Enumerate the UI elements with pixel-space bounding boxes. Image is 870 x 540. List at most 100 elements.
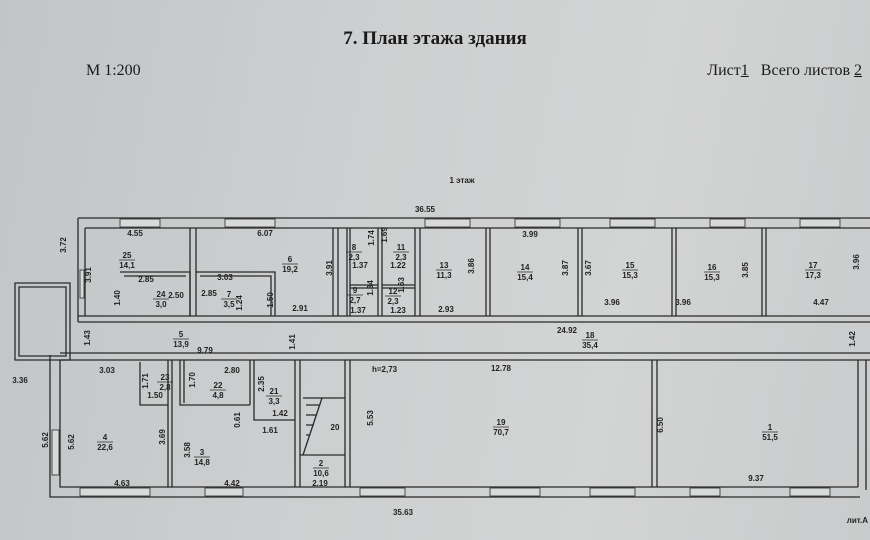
dimension-label: 2.80 [224, 366, 240, 375]
dimension-label: 3.85 [741, 262, 750, 278]
room-area: 13,9 [173, 340, 189, 349]
dimension-label: 2.35 [257, 376, 266, 392]
room-number: 18 [586, 331, 595, 340]
room-area: 15,4 [517, 273, 533, 282]
room-4: 422,6 [97, 433, 113, 452]
room-number: 5 [179, 330, 184, 339]
room-2: 210,6 [313, 459, 329, 478]
dimension-label: 1.37 [350, 306, 366, 315]
dimension-label: 3.96 [604, 298, 620, 307]
room-7: 73,5 [221, 290, 237, 309]
room-area: 2,7 [349, 296, 361, 305]
room-area: 15,3 [704, 273, 720, 282]
room-number: 17 [809, 261, 818, 270]
dimension-label: 3.91 [84, 267, 93, 283]
room-11: 112,3 [393, 243, 409, 262]
room-area: 35,4 [582, 341, 598, 350]
dimension-label: 3.03 [99, 366, 115, 375]
dimension-label: 4.63 [114, 479, 130, 488]
dimension-label: 9.37 [748, 474, 764, 483]
room-number: 11 [397, 243, 406, 252]
dimension-label: 3.03 [217, 273, 233, 282]
dimension-label: 1.70 [188, 372, 197, 388]
room-number: 7 [227, 290, 232, 299]
dimension-label: 2.93 [438, 305, 454, 314]
room-9: 92,7 [347, 286, 363, 305]
room-area: 10,6 [313, 469, 329, 478]
room-area: 2,8 [159, 383, 171, 392]
room-number: 16 [708, 263, 717, 272]
dimension-label: 12.78 [491, 364, 512, 373]
dimension-label: 3.36 [12, 376, 28, 385]
room-20: 20 [331, 423, 340, 432]
room-number: 1 [768, 423, 773, 432]
dimension-label: 0.61 [233, 412, 242, 428]
room-area: 11,3 [436, 271, 452, 280]
room-number: 19 [497, 418, 506, 427]
room-24: 243,0 [153, 290, 169, 309]
room-area: 3,5 [223, 300, 235, 309]
room-area: 2,3 [395, 253, 407, 262]
room-number: 12 [389, 287, 398, 296]
room-3: 314,8 [194, 448, 210, 467]
dimension-label: 4.42 [224, 479, 240, 488]
dimension-label: 5.62 [41, 432, 50, 448]
room-number: 25 [123, 251, 132, 260]
dimension-label: 1.74 [367, 230, 376, 246]
dimension-label: 3.87 [561, 260, 570, 276]
room-number: 4 [103, 433, 108, 442]
dimension-label: 3.86 [467, 258, 476, 274]
total-sheets-label: Всего листов [760, 62, 850, 79]
dimension-label: 1.69 [380, 227, 389, 243]
dimension-label: 3.96 [852, 254, 861, 270]
room-area: 3,0 [155, 300, 167, 309]
room-number: 22 [214, 381, 223, 390]
dimension-label: 24.92 [557, 326, 578, 335]
dimension-label: 4.55 [127, 229, 143, 238]
room-6: 619,2 [282, 255, 298, 274]
room-number: 2 [319, 459, 324, 468]
room-number: 21 [270, 387, 279, 396]
dimension-label: 1.40 [113, 290, 122, 306]
dimension-label: 1.22 [390, 261, 406, 270]
room-area: 17,3 [805, 271, 821, 280]
room-area: 2,3 [348, 253, 360, 262]
scale-label: М 1:200 [86, 62, 141, 79]
walls [14, 217, 870, 498]
dimension-label: 5.53 [366, 410, 375, 426]
dimension-label: 6.50 [656, 417, 665, 433]
dimension-label: 3.67 [584, 260, 593, 276]
room-area: 22,6 [97, 443, 113, 452]
dimension-label: 2.19 [312, 479, 328, 488]
room-23: 232,8 [157, 373, 173, 392]
dimension-label: 1.24 [235, 295, 244, 311]
dimension-label: 4.47 [813, 298, 829, 307]
dimension-label: 3.96 [675, 298, 691, 307]
ceiling-height: h=2,73 [372, 365, 398, 374]
dimension-label: 3.58 [183, 442, 192, 458]
room-area: 14,8 [194, 458, 210, 467]
dimension-label: 1.23 [390, 306, 406, 315]
floor-label: 1 этаж [449, 176, 474, 185]
sheet-label: Лист [707, 62, 741, 79]
room-number: 23 [161, 373, 170, 382]
dimension-label: 2.85 [201, 289, 217, 298]
room-area: 51,5 [762, 433, 778, 442]
room-number: 6 [288, 255, 293, 264]
dimension-label: 36.55 [415, 205, 436, 214]
room-number: 24 [157, 290, 166, 299]
dimension-label: 1.43 [83, 330, 92, 346]
dimension-label: 5.62 [67, 434, 76, 450]
room-area: 14,1 [119, 261, 135, 270]
dimension-label: 1.34 [366, 280, 375, 296]
dimension-label: 1.42 [272, 409, 288, 418]
room-area: 2,3 [387, 297, 399, 306]
sheet-number: 1 [740, 62, 749, 79]
dimension-label: 3.72 [59, 237, 68, 253]
